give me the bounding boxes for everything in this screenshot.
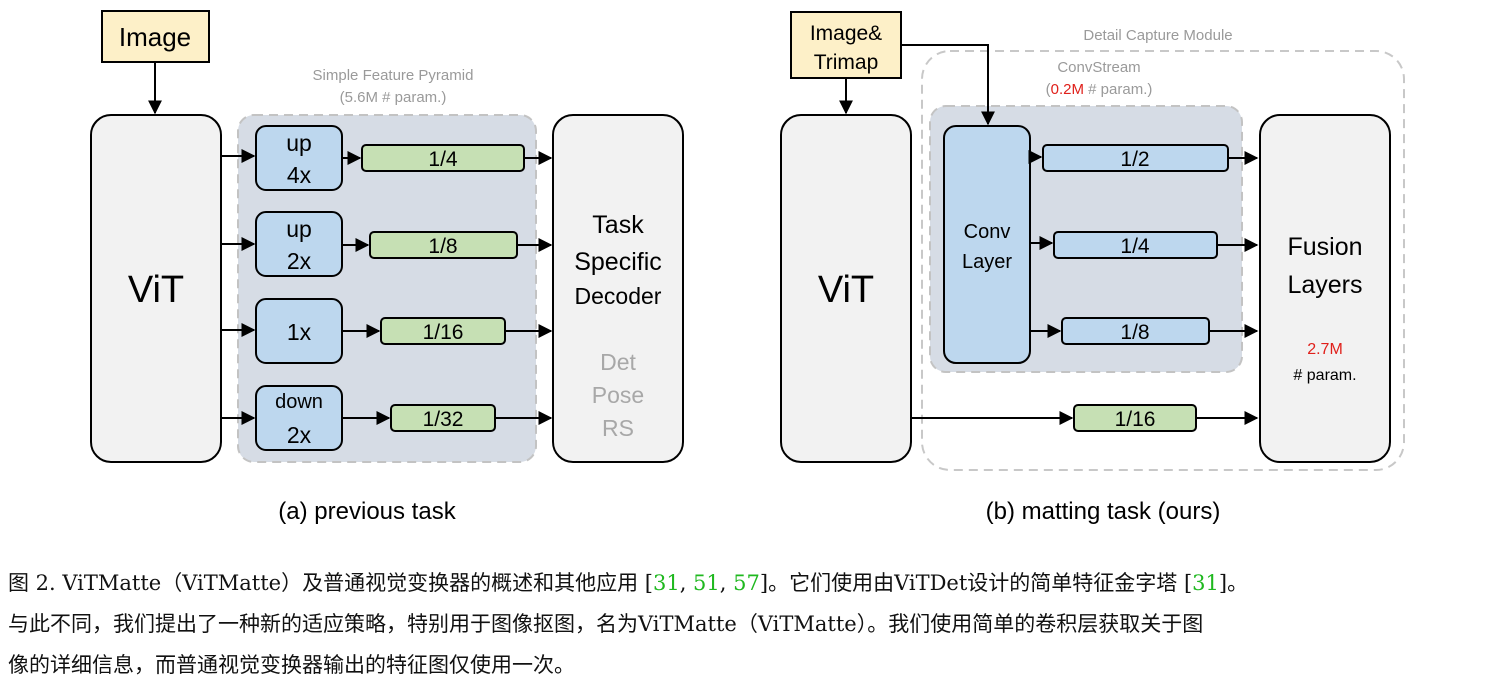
pyramid-params: (5.6M # param.) — [340, 89, 447, 106]
block-up-2x-line1: up — [286, 216, 312, 242]
conv-layer-box — [943, 125, 1031, 364]
citation-link[interactable]: 31 — [1192, 571, 1219, 595]
citation-link[interactable]: 31 — [652, 571, 680, 595]
fusion-line1: Fusion — [1287, 233, 1362, 261]
architecture-diagram: Simple Feature Pyramid (5.6M # param.) I… — [90, 10, 1405, 525]
scale-1-8-b-label: 1/8 — [1120, 321, 1149, 344]
detail-capture-module-region — [921, 50, 1405, 471]
vit-box-b — [780, 114, 912, 463]
scale-1-32-a-label: 1/32 — [423, 408, 464, 431]
block-1x-label: 1x — [287, 319, 312, 345]
decoder-line2: Specific — [574, 248, 662, 276]
simple-feature-pyramid-region — [237, 114, 537, 463]
caption-line-1: 图 2. ViTMatte（ViTMatte）及普通视觉变换器的概述和其他应用 … — [8, 571, 1249, 595]
block-up-4x-line1: up — [286, 130, 312, 156]
scale-1-16-b-label: 1/16 — [1115, 408, 1156, 431]
panel-b: Detail Capture Module ConvStream (0.2M #… — [780, 11, 1405, 525]
citation-link[interactable]: 57 — [733, 571, 760, 595]
pyramid-title: Simple Feature Pyramid — [313, 67, 474, 84]
convstream-params-rest: # param.) — [1084, 81, 1152, 98]
caption-line-3: 像的详细信息，而普通视觉变换器输出的特征图仅使用一次。 — [8, 653, 575, 677]
scale-1-4-a-label: 1/4 — [428, 148, 458, 171]
decoder-line1: Task — [592, 211, 644, 239]
task-decoder-box — [552, 114, 684, 463]
decoder-task-pose: Pose — [592, 382, 644, 408]
convstream-title: ConvStream — [1057, 59, 1140, 76]
image-input-label: Image — [119, 22, 191, 52]
block-up-2x-line2: 2x — [287, 248, 312, 274]
scale-1-16-a-label: 1/16 — [423, 321, 464, 344]
module-title: Detail Capture Module — [1083, 27, 1232, 44]
vit-label-a: ViT — [128, 269, 184, 311]
figure-caption: 图 2. ViTMatte（ViTMatte）及普通视觉变换器的概述和其他应用 … — [8, 563, 1493, 686]
arrow-input-to-conv — [901, 44, 995, 126]
convstream-params-value: 0.2M — [1051, 81, 1084, 98]
conv-layer-line2: Layer — [962, 251, 1012, 273]
block-up-4x-line2: 4x — [287, 162, 312, 188]
decoder-task-rs: RS — [602, 415, 634, 441]
decoder-line3: Decoder — [575, 283, 662, 309]
convstream-params: (0.2M # param.) — [1046, 81, 1153, 98]
fusion-params-rest: # param. — [1293, 367, 1356, 384]
fusion-layers-box — [1259, 114, 1391, 463]
vit-box-a — [90, 114, 222, 463]
block-down-2x-line2: 2x — [287, 422, 312, 448]
scale-1-4-b-label: 1/4 — [1120, 235, 1150, 258]
decoder-task-det: Det — [600, 349, 636, 375]
caption-a: (a) previous task — [278, 498, 456, 525]
vit-label-b: ViT — [818, 269, 874, 311]
panel-a: Simple Feature Pyramid (5.6M # param.) I… — [90, 10, 684, 525]
scale-1-2-b-label: 1/2 — [1120, 148, 1149, 171]
conv-layer-line1: Conv — [964, 221, 1011, 243]
fusion-line2: Layers — [1287, 271, 1362, 299]
citation-link[interactable]: 51 — [693, 571, 720, 595]
image-trimap-line2: Trimap — [814, 51, 879, 74]
caption-line-2: 与此不同，我们提出了一种新的适应策略，特别用于图像抠图，名为ViTMatte（V… — [8, 612, 1204, 636]
image-trimap-line1: Image& — [810, 22, 882, 45]
image-input-box — [101, 10, 210, 63]
fusion-params-value: 2.7M — [1307, 341, 1343, 358]
caption-b: (b) matting task (ours) — [986, 498, 1221, 525]
scale-1-8-a-label: 1/8 — [428, 235, 457, 258]
block-down-2x-line1: down — [275, 391, 323, 413]
